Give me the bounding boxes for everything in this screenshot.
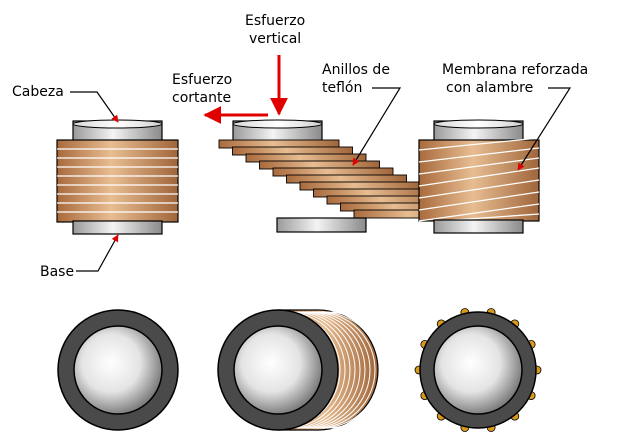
ring-edge	[291, 311, 351, 429]
base-leader	[76, 234, 119, 272]
sheared-ring-stack	[218, 139, 475, 219]
specimen-sheared	[218, 119, 475, 233]
label-esfuerzo-cortante-1: Esfuerzo	[172, 72, 232, 88]
ring-edge	[301, 311, 361, 429]
label-membrana-1: Membrana reforzada	[442, 62, 588, 78]
specimen-membrane	[418, 119, 540, 234]
ring-stack	[56, 139, 179, 223]
membrana-leader	[517, 87, 572, 171]
label-anillos-2: teflón	[322, 80, 362, 96]
membrane-body	[418, 137, 540, 222]
top-view-upright	[57, 309, 179, 431]
sheared-base-cap	[276, 217, 367, 233]
label-anillos-1: Anillos de	[322, 62, 390, 78]
base-cap	[72, 220, 163, 235]
top-view-sheared	[217, 309, 391, 431]
ring-edge	[296, 311, 356, 429]
ring-edge	[321, 311, 381, 429]
ring-edge	[311, 311, 371, 429]
label-cabeza: Cabeza	[12, 84, 64, 100]
label-esfuerzo-cortante-2: cortante	[172, 90, 231, 106]
cabeza-leader	[70, 91, 119, 123]
top-view-membrane	[414, 308, 542, 432]
label-base: Base	[40, 264, 74, 280]
label-esfuerzo-vertical-1: Esfuerzo	[245, 13, 305, 29]
membrane-base-cap	[433, 219, 524, 234]
ring-edge	[331, 311, 391, 429]
label-esfuerzo-vertical-2: vertical	[249, 31, 301, 47]
anillos-leader	[352, 87, 402, 166]
ring-edge	[316, 311, 376, 429]
label-membrana-2: con alambre	[446, 80, 533, 96]
ring-edge	[326, 311, 386, 429]
ring-edge	[306, 311, 366, 429]
specimen-upright	[56, 119, 179, 235]
ring-edge	[286, 311, 346, 429]
